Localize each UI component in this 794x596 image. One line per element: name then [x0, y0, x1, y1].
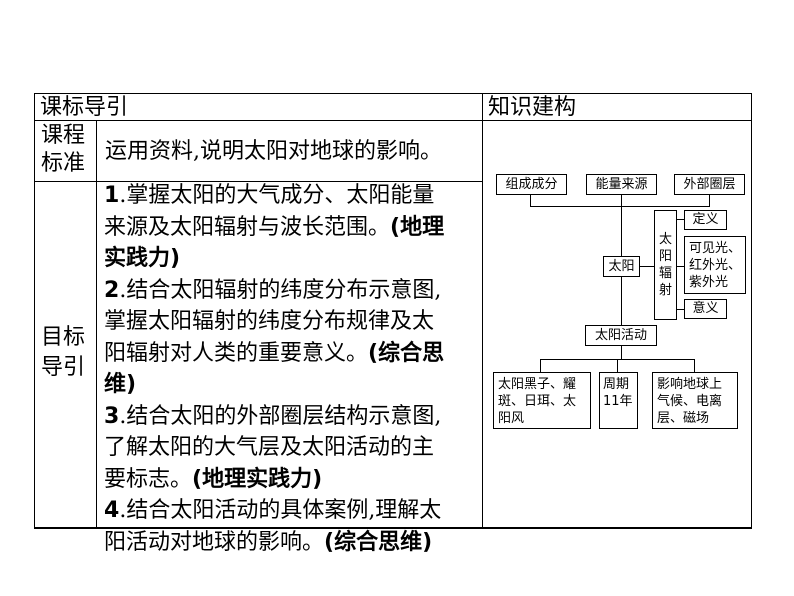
sunspots-box: 太阳黑子、耀 斑、日珥、太 阳风 [493, 372, 591, 429]
outer-layers-box: 外部圈层 [674, 174, 745, 195]
goal-tag: (综合思维) [324, 529, 433, 555]
connector [709, 194, 710, 206]
middle-column-border [482, 93, 483, 528]
goal-line: 结合太阳辐射的纬度分布示意图, [126, 277, 442, 303]
earth-impact-box: 影响地球上 气候、电离 层、磁场 [652, 372, 738, 429]
goal-number: 4 [104, 498, 120, 523]
connector [621, 345, 622, 359]
goals-list: 1.掌握太阳的大气成分、太阳能量 来源及太阳辐射与波长范围。(地理 实践力) 2… [104, 180, 479, 558]
connector [676, 309, 684, 310]
table-bottom-border [34, 527, 752, 529]
connector [621, 276, 622, 326]
goal-line: 阳活动对地球的影响。 [104, 529, 325, 555]
row1-content: 运用资料,说明太阳对地球的影响。 [105, 139, 442, 164]
cycle-box: 周期 11年 [599, 372, 638, 429]
goal-line: 结合太阳的外部圈层结构示意图, [126, 403, 442, 429]
goal-tag: (综合思 [368, 340, 445, 366]
goal-line: 要标志。 [104, 466, 193, 492]
goal-tag: (地理 [390, 214, 445, 240]
connector [617, 359, 618, 372]
row2-label-line1: 目标 [41, 325, 86, 350]
energy-source-box: 能量来源 [586, 174, 657, 195]
goal-line: 掌握太阳的大气成分、太阳能量 [126, 183, 435, 208]
goal-number: 1 [104, 183, 120, 208]
sun-box: 太阳 [603, 256, 640, 277]
table-left-border [34, 93, 35, 529]
goal-2: 2.结合太阳辐射的纬度分布示意图, 掌握太阳辐射的纬度分布规律及太 阳辐射对人类… [104, 277, 445, 398]
header-bottom-border [34, 120, 752, 121]
table-top-border [34, 93, 752, 94]
row1-label: 课程 标准 [41, 122, 85, 178]
connector [694, 359, 695, 372]
row1-bottom-border [34, 181, 482, 182]
row1-label-line2: 标准 [41, 151, 86, 176]
connector [676, 266, 684, 267]
radiation-char: 辐 [658, 266, 672, 281]
goal-3: 3.结合太阳的外部圈层结构示意图, 了解太阳的大气层及太阳活动的主 要标志。(地… [104, 403, 442, 492]
solar-radiation-box: 太 阳 辐 射 [654, 210, 677, 320]
light-types-box: 可见光、 红外光、 紫外光 [684, 236, 746, 294]
connector [621, 194, 622, 256]
row2-label: 目标 导引 [41, 323, 85, 383]
composition-box: 组成成分 [496, 174, 567, 195]
row2-label-line2: 导引 [41, 355, 86, 380]
goal-line: 掌握太阳辐射的纬度分布规律及太 [104, 309, 435, 334]
connector [530, 206, 710, 207]
connector [540, 359, 541, 372]
significance-box: 意义 [684, 299, 727, 319]
goal-tag-cont: 实践力) [104, 246, 181, 271]
radiation-char: 阳 [658, 249, 672, 264]
table-right-border [751, 93, 752, 529]
goal-number: 2 [104, 277, 120, 303]
goal-tag: (地理实践力) [192, 466, 323, 492]
goal-tag-cont: 维) [104, 372, 137, 397]
radiation-char: 太 [658, 232, 672, 247]
goal-line: 来源及太阳辐射与波长范围。 [104, 214, 391, 240]
goal-line: 阳辐射对人类的重要意义。 [104, 340, 369, 366]
goal-1: 1.掌握太阳的大气成分、太阳能量 来源及太阳辐射与波长范围。(地理 实践力) [104, 183, 445, 271]
solar-activity-box: 太阳活动 [585, 325, 657, 346]
goal-line: 了解太阳的大气层及太阳活动的主 [104, 435, 435, 460]
header-left: 课标导引 [40, 95, 129, 120]
radiation-char: 射 [658, 283, 672, 298]
connector [530, 194, 531, 206]
connector [676, 219, 684, 220]
goal-line: 结合太阳活动的具体案例,理解太 [126, 498, 442, 523]
goal-number: 3 [104, 403, 120, 429]
goal-4: 4.结合太阳活动的具体案例,理解太 阳活动对地球的影响。(综合思维) [104, 498, 442, 555]
row1-label-line1: 课程 [41, 123, 86, 148]
label-column-border [96, 120, 97, 528]
connector [639, 266, 655, 267]
header-right: 知识建构 [488, 95, 577, 120]
definition-box: 定义 [684, 210, 727, 230]
